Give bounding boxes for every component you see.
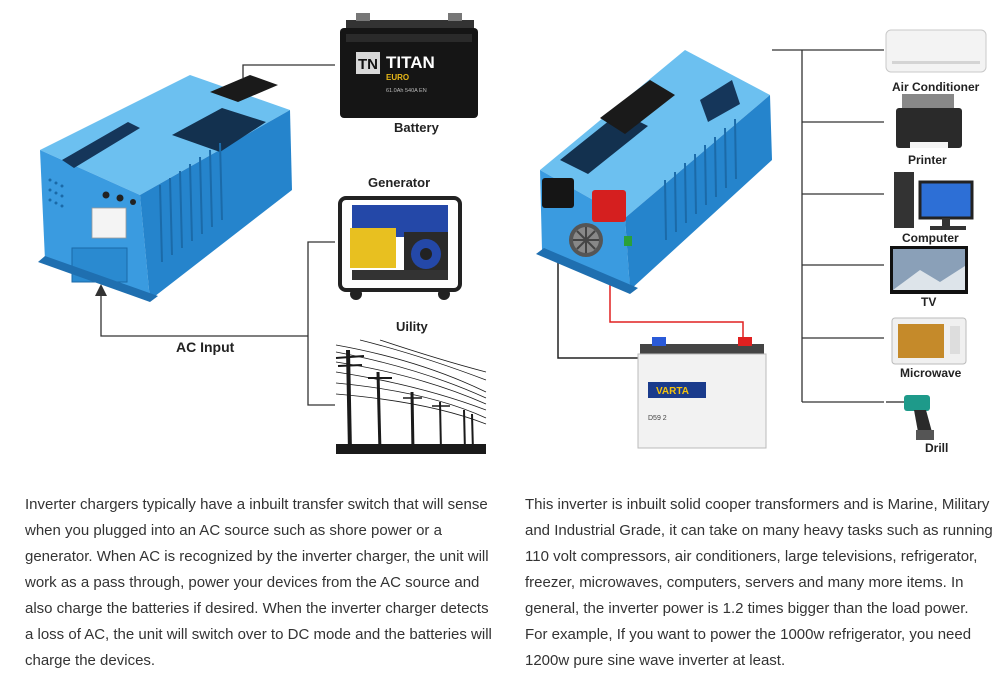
appliance-label-printer: Printer xyxy=(908,153,947,167)
battery-brand-sub: EURO xyxy=(386,73,409,82)
inverter-illustration xyxy=(38,75,292,302)
left-paragraph: Inverter chargers typically have a inbui… xyxy=(25,496,492,669)
microwave-icon xyxy=(891,317,967,365)
connector-lines xyxy=(100,64,335,406)
battery-illustration: TN TITAN EURO 61.0Ah 540A EN xyxy=(340,13,478,118)
inverter-illustration-right xyxy=(536,50,772,294)
varta-brand: VARTA xyxy=(656,386,689,397)
ac-input-label: AC Input xyxy=(176,339,235,355)
battery-specs: 61.0Ah 540A EN xyxy=(386,88,427,94)
battery-connector-line xyxy=(242,64,335,78)
varta-battery-illustration: VARTA D59 2 xyxy=(637,337,767,449)
utility-illustration xyxy=(335,338,487,454)
appliance-label-microwave: Microwave xyxy=(900,366,962,380)
air-conditioner-icon xyxy=(885,29,987,73)
dc-output-diagram-graphic: VARTA D59 2 xyxy=(536,29,987,449)
generator-label: Generator xyxy=(368,175,431,190)
ac-input-diagram: TN TITAN EURO 61.0Ah 540A EN xyxy=(0,0,500,470)
printer-icon xyxy=(896,94,962,148)
output-lines xyxy=(772,49,884,403)
appliance-label-air-conditioner: Air Conditioner xyxy=(892,80,980,94)
tv-icon xyxy=(890,246,968,294)
computer-icon xyxy=(894,172,974,230)
dc-output-diagram: VARTA D59 2 xyxy=(500,0,1000,470)
appliance-label-computer: Computer xyxy=(902,231,959,245)
arrow-icon xyxy=(95,284,107,296)
ac-input-diagram-graphic: TN TITAN EURO 61.0Ah 540A EN xyxy=(38,13,487,454)
battery-brand-name: TITAN xyxy=(386,53,435,72)
generator-illustration xyxy=(338,196,462,300)
right-paragraph: This inverter is inbuilt solid cooper tr… xyxy=(525,496,993,669)
source-connector-line xyxy=(307,241,335,406)
varta-code: D59 2 xyxy=(648,415,667,422)
battery-logo: TN xyxy=(358,56,378,73)
drill-icon xyxy=(886,395,934,440)
appliance-label-drill: Drill xyxy=(925,441,949,455)
appliance-label-tv: TV xyxy=(921,295,937,309)
utility-label: Uility xyxy=(396,319,428,334)
battery-label: Battery xyxy=(394,120,439,135)
ac-input-line xyxy=(100,294,308,337)
